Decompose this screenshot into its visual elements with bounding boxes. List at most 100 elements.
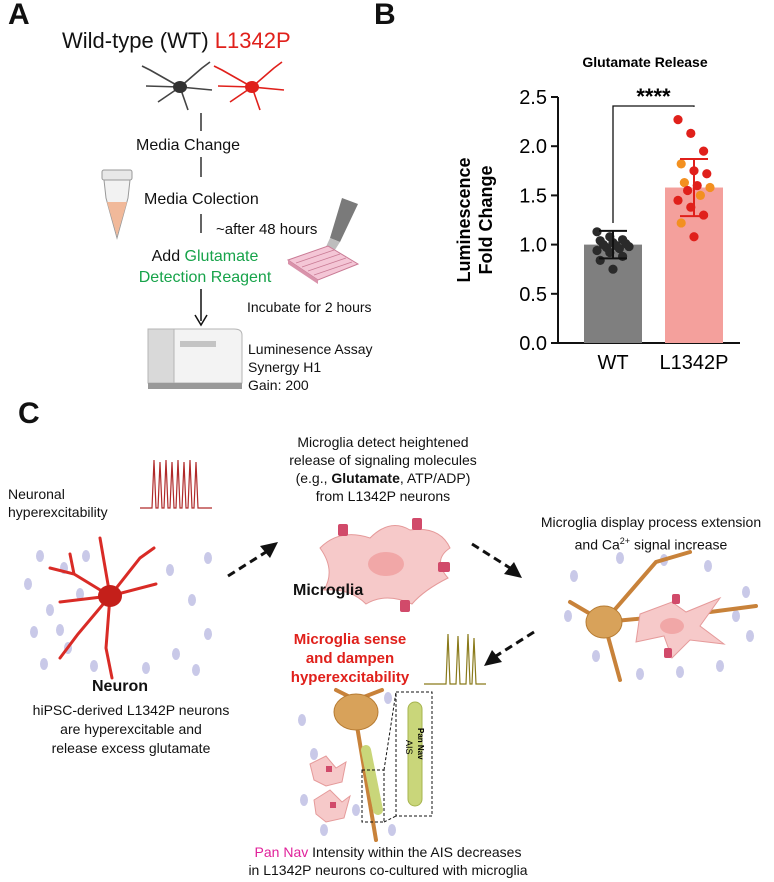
detect-line2: release of signaling molecules xyxy=(289,452,477,468)
step-add-prefix: Add xyxy=(151,248,181,265)
microglia-cell-illustration xyxy=(319,518,451,612)
assay-instrument: Synergy H1 xyxy=(248,359,322,375)
spike-trace-red-icon xyxy=(140,459,212,509)
pan-nav-inset-label: Pan Nav xyxy=(416,728,425,760)
y-tick-label: 0.0 xyxy=(519,333,547,355)
bottom-line1-rest: Intensity within the AIS decreases xyxy=(308,844,522,860)
neuron-desc-2: are hyperexcitable and xyxy=(60,721,202,737)
bar-wt xyxy=(584,244,642,343)
data-point xyxy=(624,241,634,252)
data-point xyxy=(686,128,696,139)
detect-line3: (e.g., Glutamate, ATP/ADP) xyxy=(226,469,540,487)
data-point xyxy=(679,178,689,188)
display-line2-sup: 2+ xyxy=(619,536,631,546)
step-incubate: Incubate for 2 hours xyxy=(247,299,372,315)
y-axis-label-line2: Fold Change xyxy=(476,166,496,275)
data-point xyxy=(705,182,715,193)
bottom-line1: Pan Nav Intensity within the AIS decreas… xyxy=(168,843,608,861)
neuron-desc-1: hiPSC-derived L1342P neurons xyxy=(32,702,230,718)
step-media-change: Media Change xyxy=(136,137,241,154)
sense-line1: Microglia sense xyxy=(293,631,407,648)
dashed-arrow-down-icon xyxy=(471,542,522,578)
y-tick-label: 1.0 xyxy=(519,235,547,257)
assay-details: Luminesence Assay Synergy H1 Gain: 200 xyxy=(248,340,373,394)
mutant-title: L1342P xyxy=(214,28,291,53)
y-axis-label-line1: Luminescence xyxy=(454,157,474,282)
microglia-label: Microglia xyxy=(293,582,364,599)
neuron-label: Neuron xyxy=(92,678,148,695)
pipette-plate-icon xyxy=(286,198,360,284)
panel-b-letter: B xyxy=(374,0,396,31)
workflow-connectors xyxy=(200,113,202,233)
sense-line2: and dampen xyxy=(305,650,395,667)
data-point xyxy=(683,185,693,196)
data-point xyxy=(676,218,686,228)
detect-line4: from L1342P neurons xyxy=(315,488,451,504)
step-time: ~after 48 hours xyxy=(216,221,318,238)
data-point xyxy=(673,195,683,205)
neuron-illustration xyxy=(24,536,212,680)
y-tick-label: 2.0 xyxy=(519,136,547,158)
detect-line1: Microglia detect heightened xyxy=(297,434,469,450)
neuron-description: hiPSC-derived L1342P neurons are hyperex… xyxy=(0,701,262,758)
y-tick-label: 2.5 xyxy=(519,87,547,109)
x-tick-label-wt: WT xyxy=(597,352,628,374)
data-point xyxy=(676,159,686,169)
data-point xyxy=(614,243,624,254)
data-point xyxy=(673,115,683,125)
hyper-line1: Neuronal xyxy=(8,486,65,502)
plate-reader-icon xyxy=(147,328,243,389)
data-point xyxy=(592,245,602,256)
microglia-sense-text: Microglia sense and dampen hyperexcitabi… xyxy=(270,630,430,687)
display-line2-pre: and Ca xyxy=(574,536,620,553)
x-tick-label-l1342p: L1342P xyxy=(660,352,729,374)
tube-icon xyxy=(101,169,133,240)
detect-line3-bold: Glutamate xyxy=(331,470,400,486)
bottom-pan-nav: Pan Nav xyxy=(254,844,309,860)
dashed-arrow-up-icon xyxy=(227,542,278,578)
neuron-desc-3: release excess glutamate xyxy=(51,740,211,756)
significance-label: **** xyxy=(636,84,671,109)
spike-trace-gold-icon xyxy=(424,633,486,685)
wt-title: Wild-type (WT) xyxy=(62,28,209,53)
data-point xyxy=(595,255,605,265)
mutant-neuron-icon xyxy=(213,61,285,111)
data-point xyxy=(592,227,602,237)
y-tick-label: 1.5 xyxy=(519,185,547,207)
step-media-collection: Media Colection xyxy=(144,191,259,208)
step-add-reagent: Add Glutamate Detection Reagent xyxy=(120,246,290,288)
data-point xyxy=(699,146,709,156)
display-line1: Microglia display process extension xyxy=(540,514,762,530)
step-add-reagent-name: Detection Reagent xyxy=(138,269,272,286)
display-line2-post: signal increase xyxy=(630,536,728,553)
detect-line3-post: , ATP/ADP) xyxy=(399,470,471,486)
data-point xyxy=(689,232,699,242)
ais-inset-label: AIS xyxy=(404,740,414,755)
panel-a-letter: A xyxy=(8,0,30,31)
dashed-arrow-left-icon xyxy=(484,630,535,666)
significance-bracket xyxy=(612,105,695,223)
assay-gain: Gain: 200 xyxy=(248,377,309,393)
data-point xyxy=(702,169,712,179)
hyperexcitability-label: Neuronal hyperexcitability xyxy=(8,485,108,521)
data-point xyxy=(618,251,628,262)
microglia-neuron-contact-illustration xyxy=(564,550,758,682)
panel-a-title: Wild-type (WT) L1342P xyxy=(62,28,291,54)
assay-name: Luminesence Assay xyxy=(248,341,373,357)
bottom-caption: Pan Nav Intensity within the AIS decreas… xyxy=(168,843,608,879)
chart-title: Glutamate Release xyxy=(582,54,707,70)
ais-illustration: AIS Pan Nav xyxy=(298,688,433,842)
data-point xyxy=(608,264,618,274)
bottom-line2: in L1342P neurons co-cultured with micro… xyxy=(248,862,528,878)
wt-neuron-icon xyxy=(141,61,213,111)
sense-line3: hyperexcitability xyxy=(290,669,410,686)
microglia-display-text: Microglia display process extension and … xyxy=(528,513,774,555)
data-point xyxy=(695,190,705,200)
microglia-detect-text: Microglia detect heightened release of s… xyxy=(226,433,540,505)
y-tick-label: 0.5 xyxy=(519,284,547,306)
step-add-glutamate: Glutamate xyxy=(184,248,259,265)
panel-c-letter: C xyxy=(18,397,40,430)
detect-line3-pre: (e.g., xyxy=(295,470,332,486)
display-line2: and Ca2+ signal increase xyxy=(528,532,774,555)
